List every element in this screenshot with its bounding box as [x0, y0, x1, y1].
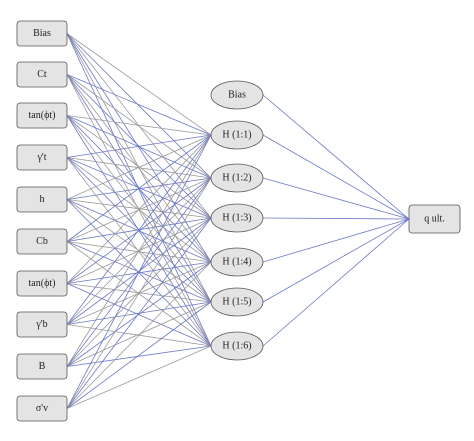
edge-input-hidden: [66, 261, 212, 409]
in-b-node: B: [16, 353, 68, 380]
input-box: [16, 311, 68, 338]
hidden-label: H (1:6): [222, 341, 251, 352]
in-sigma-v-node: σ'v: [16, 395, 68, 422]
edge-input-hidden: [66, 115, 212, 136]
edge-input-hidden: [66, 261, 212, 367]
input-label: tan(ϕt): [29, 110, 56, 121]
edge-hidden-output: [262, 218, 410, 303]
hid-4-node: H (1:4): [210, 247, 264, 277]
edge-input-hidden: [66, 134, 212, 242]
input-label: γ't: [37, 152, 47, 163]
output-box: [408, 204, 461, 234]
hid-3-node: H (1:3): [210, 203, 264, 233]
input-label: B: [39, 361, 46, 372]
edge-input-hidden: [66, 33, 212, 347]
input-label: Ct: [37, 69, 47, 80]
input-box: [16, 270, 68, 297]
hid-1-node: H (1:1): [210, 120, 264, 150]
edge-input-hidden: [66, 134, 212, 367]
in-cb-node: Cb: [16, 228, 68, 255]
edge-input-hidden: [66, 217, 212, 367]
edge-hidden-output: [262, 218, 410, 263]
edge-input-hidden: [66, 345, 212, 367]
edge-input-hidden: [66, 134, 212, 200]
hidden-label: Bias: [228, 90, 246, 101]
hidden-label: H (1:5): [222, 297, 251, 308]
edge-input-hidden: [66, 157, 212, 179]
in-bias-node: Bias: [16, 20, 68, 47]
edge-input-hidden: [66, 33, 212, 136]
in-gamma-t-node: γ't: [16, 144, 68, 171]
hidden-ellipse: [210, 203, 264, 233]
input-box: [16, 395, 68, 422]
edge-input-hidden: [66, 157, 212, 219]
input-box: [16, 186, 68, 213]
input-box: [16, 20, 68, 47]
edge-hidden-output: [262, 134, 410, 220]
edge-hidden-output: [262, 217, 410, 220]
hid-bias-node: Bias: [210, 80, 264, 110]
hidden-ellipse: [210, 120, 264, 150]
input-label: Bias: [33, 28, 51, 39]
edge-input-hidden: [66, 115, 212, 219]
hidden-label: H (1:2): [222, 173, 251, 184]
edge-input-hidden: [66, 134, 212, 158]
input-label: σ'v: [36, 403, 48, 414]
in-tan-phi-t-node: tan(ϕt): [16, 102, 68, 129]
edge-hidden-output: [262, 218, 410, 347]
edge-input-hidden: [66, 134, 212, 325]
input-box: [16, 144, 68, 171]
hidden-label: H (1:4): [222, 257, 251, 268]
input-box: [16, 61, 68, 88]
edge-input-hidden: [66, 177, 212, 409]
output-label: q ult.: [424, 214, 445, 225]
edge-input-hidden: [66, 177, 212, 284]
hidden-ellipse: [210, 80, 264, 110]
input-label: tan(ϕt): [29, 278, 56, 289]
in-gamma-b-node: γ'b: [16, 311, 68, 338]
edge-input-hidden: [66, 134, 212, 409]
connections: [66, 33, 410, 409]
edge-input-hidden: [66, 74, 212, 136]
edge-input-hidden: [66, 217, 212, 409]
edge-input-hidden: [66, 74, 212, 347]
hid-6-node: H (1:6): [210, 331, 264, 361]
input-label: Cb: [36, 236, 48, 247]
edge-input-hidden: [66, 301, 212, 367]
hidden-ellipse: [210, 331, 264, 361]
hidden-ellipse: [210, 163, 264, 193]
edge-input-hidden: [66, 74, 212, 179]
hidden-ellipse: [210, 287, 264, 317]
edge-input-hidden: [66, 33, 212, 219]
edge-input-hidden: [66, 301, 212, 409]
input-label: γ'b: [35, 319, 47, 330]
edge-input-hidden: [66, 115, 212, 179]
hidden-label: H (1:1): [222, 130, 251, 141]
edge-input-hidden: [66, 283, 212, 347]
hidden-ellipse: [210, 247, 264, 277]
edge-input-hidden: [66, 134, 212, 284]
edge-input-hidden: [66, 177, 212, 200]
hid-2-node: H (1:2): [210, 163, 264, 193]
edge-hidden-output: [262, 94, 410, 220]
hid-5-node: H (1:5): [210, 287, 264, 317]
edge-hidden-output: [262, 177, 410, 220]
in-tan-phi-b-node: tan(ϕt): [16, 270, 68, 297]
input-box: [16, 228, 68, 255]
out-q-ult-node: q ult.: [408, 204, 461, 234]
in-h-node: h: [16, 186, 68, 213]
edge-input-hidden: [66, 345, 212, 409]
input-label: h: [40, 194, 45, 205]
in-ct-node: Ct: [16, 61, 68, 88]
edge-input-hidden: [66, 33, 212, 263]
input-box: [16, 102, 68, 129]
hidden-label: H (1:3): [222, 213, 251, 224]
input-box: [16, 353, 68, 380]
edge-input-hidden: [66, 74, 212, 263]
edge-input-hidden: [66, 33, 212, 179]
